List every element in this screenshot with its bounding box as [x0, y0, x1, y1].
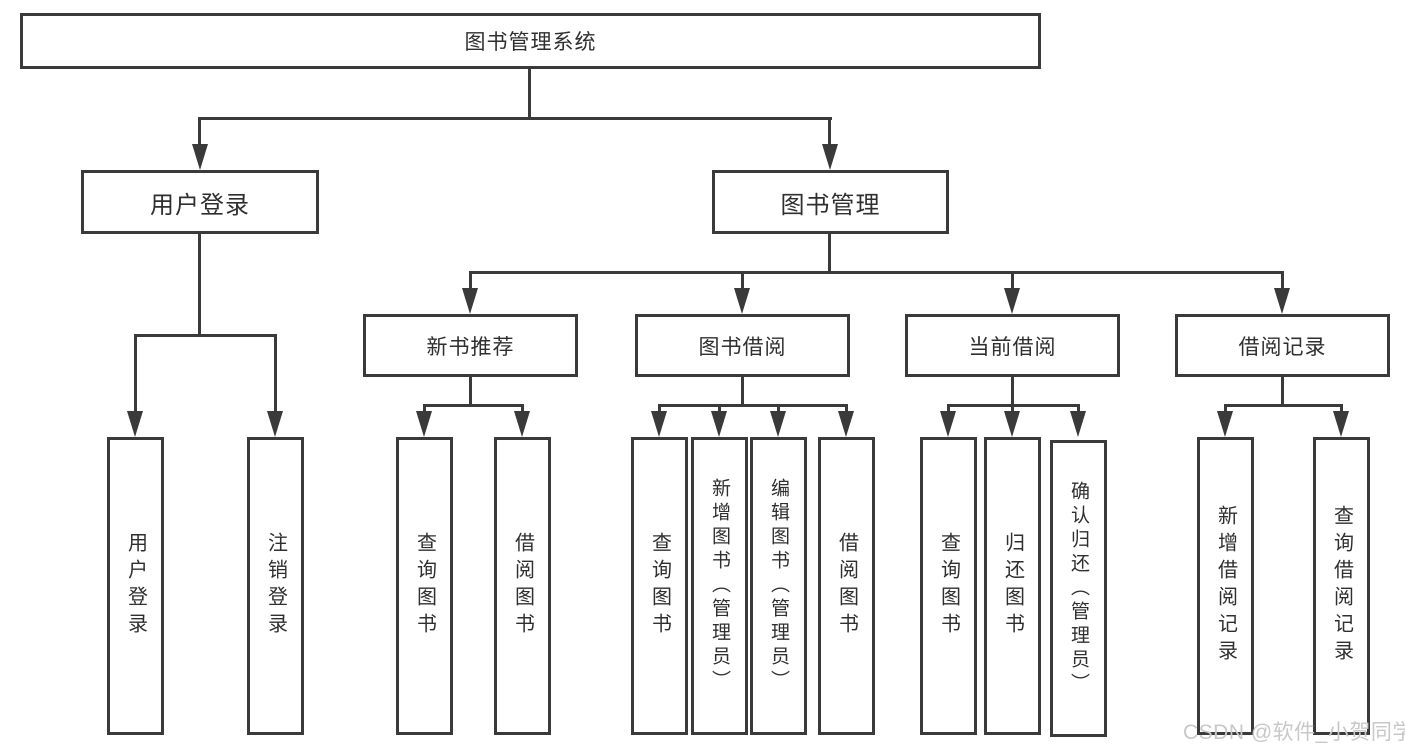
node-book-management: 图书管理 [712, 170, 949, 234]
node-leaf-borrow-books-recommend: 借阅图书 [494, 437, 551, 735]
arrowhead-down-icon [127, 411, 143, 437]
connector [423, 404, 426, 416]
connector [1011, 404, 1014, 416]
arrowhead-down-icon [822, 144, 838, 170]
connector [777, 404, 780, 416]
connector [828, 117, 831, 147]
arrowhead-down-icon [838, 411, 854, 437]
connector [1340, 404, 1343, 416]
node-user-login: 用户登录 [81, 170, 319, 234]
connector [469, 376, 472, 406]
connector [741, 271, 744, 291]
connector [741, 376, 744, 406]
connector [658, 404, 848, 407]
node-leaf-user-login: 用户登录 [107, 437, 164, 735]
connector [198, 117, 832, 120]
arrowhead-down-icon [711, 411, 727, 437]
node-borrowing-records: 借阅记录 [1175, 314, 1390, 377]
connector [423, 404, 524, 407]
node-leaf-add-books-admin: 新增图书（管理员） [691, 437, 748, 735]
node-book-borrowing: 图书借阅 [635, 314, 850, 377]
node-leaf-add-borrow-record: 新增借阅记录 [1197, 437, 1254, 735]
node-leaf-return-books: 归还图书 [984, 437, 1041, 735]
arrowhead-down-icon [770, 411, 786, 437]
arrowhead-down-icon [192, 144, 208, 170]
arrowhead-down-icon [1004, 411, 1020, 437]
arrowhead-down-icon [462, 288, 478, 314]
node-leaf-confirm-return-admin: 确认归还（管理员） [1050, 440, 1107, 737]
arrowhead-down-icon [1004, 288, 1020, 314]
arrowhead-down-icon [1274, 288, 1290, 314]
connector [1224, 404, 1227, 416]
node-new-book-recommend: 新书推荐 [363, 314, 578, 377]
arrowhead-down-icon [267, 411, 283, 437]
csdn-watermark: CSDN @软件_小贺同学 [1183, 721, 1405, 744]
node-leaf-query-books-current: 查询图书 [920, 437, 977, 735]
arrowhead-down-icon [940, 411, 956, 437]
connector [947, 404, 950, 416]
arrowhead-down-icon [1070, 411, 1086, 437]
connector [134, 334, 277, 337]
node-leaf-logout: 注销登录 [247, 437, 304, 735]
arrowhead-down-icon [651, 411, 667, 437]
connector [1281, 376, 1284, 406]
node-leaf-query-borrow-record: 查询借阅记录 [1313, 437, 1370, 735]
connector [1077, 404, 1080, 416]
node-leaf-edit-books-admin: 编辑图书（管理员） [750, 437, 807, 735]
connector [828, 232, 831, 273]
connector [469, 271, 472, 291]
connector [134, 334, 137, 416]
node-leaf-borrow-books: 借阅图书 [818, 437, 875, 735]
arrowhead-down-icon [1217, 411, 1233, 437]
node-leaf-query-books-borrowing: 查询图书 [631, 437, 688, 735]
arrowhead-down-icon [1333, 411, 1349, 437]
connector [1281, 271, 1284, 291]
node-leaf-query-books-recommend: 查询图书 [396, 437, 453, 735]
arrowhead-down-icon [514, 411, 530, 437]
connector [658, 404, 661, 416]
connector [521, 404, 524, 416]
connector [198, 117, 201, 147]
connector [1011, 376, 1014, 406]
connector [1011, 271, 1014, 291]
connector [528, 67, 531, 119]
connector [469, 271, 1284, 274]
arrowhead-down-icon [734, 288, 750, 314]
node-root: 图书管理系统 [20, 13, 1041, 69]
node-current-borrowing: 当前借阅 [905, 314, 1120, 377]
connector [718, 404, 721, 416]
arrowhead-down-icon [416, 411, 432, 437]
connector [1224, 404, 1343, 407]
connector [845, 404, 848, 416]
connector [274, 334, 277, 416]
connector [198, 232, 201, 336]
